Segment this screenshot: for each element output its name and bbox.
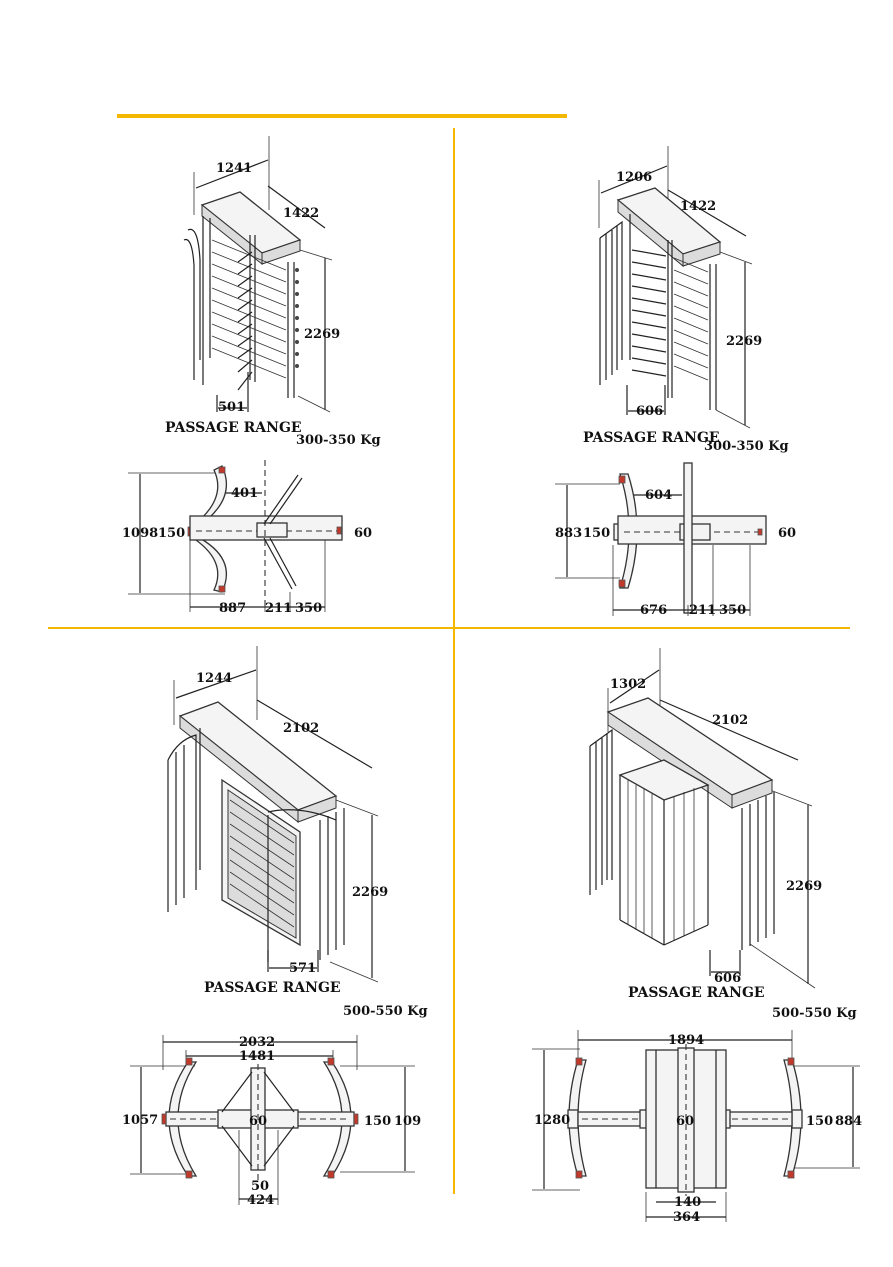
panel-3-passage-dim: 571 — [289, 961, 316, 976]
panel-1-passage-range-label: PASSAGE RANGE — [165, 420, 302, 436]
panel-4-plan-bottom1: 140 — [674, 1195, 701, 1210]
panel-3-width-dim: 2102 — [283, 721, 319, 736]
panel-2-plan-arc: 604 — [645, 488, 672, 503]
panel-3-plan-inner: 1481 — [239, 1049, 275, 1064]
panel-4-width-dim: 2102 — [712, 713, 748, 728]
panel-1: 1241 1422 2269 501 PASSAGE RANGE 300-350… — [122, 136, 381, 616]
panel-2-depth-dim: 1206 — [616, 170, 652, 185]
panel-3-weight-label: 500-550 Kg — [343, 1004, 428, 1019]
panel-1-width-dim: 1422 — [283, 206, 319, 221]
panel-3-passage-range-label: PASSAGE RANGE — [204, 980, 341, 996]
panel-2-width-dim: 1422 — [680, 199, 716, 214]
panel-1-height-dim: 2269 — [304, 327, 340, 342]
panel-1-plan-post: 150 — [158, 526, 185, 541]
panel-2: 1206 1422 2269 606 PASSAGE RANGE 300-350… — [555, 146, 796, 618]
panel-3-plan-right: 109 — [394, 1114, 421, 1129]
panel-1-passage-dim: 501 — [218, 400, 245, 415]
panel-1-plan-arc: 401 — [231, 486, 258, 501]
panel-2-weight-label: 300-350 Kg — [704, 439, 789, 454]
panel-3-plan-view: 2032 1481 1057 60 150 109 50 424 — [122, 1035, 421, 1208]
top-accent-rule — [117, 114, 567, 118]
panel-3-plan-beam: 60 — [249, 1114, 267, 1129]
panel-1-weight-label: 300-350 Kg — [296, 433, 381, 448]
panel-4-plan-right: 884 — [835, 1114, 862, 1129]
panel-1-isometric: 1241 1422 2269 501 PASSAGE RANGE 300-350… — [165, 136, 381, 448]
panel-2-plan-beam: 60 — [778, 526, 796, 541]
panel-1-plan-view: 1098 150 60 401 887 211 350 — [122, 460, 372, 616]
panel-1-plan-span: 1098 — [122, 526, 158, 541]
panel-3-plan-post: 150 — [364, 1114, 391, 1129]
panel-4-plan-bottom2: 364 — [673, 1210, 700, 1225]
panel-2-height-dim: 2269 — [726, 334, 762, 349]
panel-4-plan-overall: 1894 — [668, 1033, 704, 1048]
panel-3-plan-bottom1: 50 — [251, 1179, 269, 1194]
panel-4-passage-dim: 606 — [714, 971, 741, 986]
panel-2-isometric: 1206 1422 2269 606 PASSAGE RANGE 300-350… — [583, 146, 789, 454]
panel-4-isometric: 1302 2102 2269 606 PASSAGE RANGE 500-550… — [589, 648, 857, 1021]
panel-2-passage-range-label: PASSAGE RANGE — [583, 430, 720, 446]
panel-4-weight-label: 500-550 Kg — [772, 1006, 857, 1021]
panel-3-isometric: 1244 2102 2269 571 PASSAGE RANGE 500-550… — [167, 646, 428, 1019]
panel-2-plan-b: 211 — [689, 603, 716, 618]
panel-4-height-dim: 2269 — [786, 879, 822, 894]
panel-1-plan-a: 887 — [219, 601, 246, 616]
panel-2-passage-dim: 606 — [636, 404, 663, 419]
panel-3-height-dim: 2269 — [352, 885, 388, 900]
panel-4-passage-range-label: PASSAGE RANGE — [628, 985, 765, 1001]
vertical-divider — [453, 128, 455, 1194]
panel-3-depth-dim: 1244 — [196, 671, 232, 686]
panel-1-plan-c: 350 — [295, 601, 322, 616]
panel-2-plan-span: 883 — [555, 526, 582, 541]
panel-1-plan-beam: 60 — [354, 526, 372, 541]
panel-2-plan-a: 676 — [640, 603, 667, 618]
panel-4-plan-left: 1280 — [534, 1113, 570, 1128]
panel-2-plan-view: 883 150 60 604 676 211 350 — [555, 462, 796, 618]
panel-1-plan-b: 211 — [265, 601, 292, 616]
panel-3-plan-bottom2: 424 — [247, 1193, 274, 1208]
panel-4-depth-dim: 1302 — [610, 677, 646, 692]
panel-4: 1302 2102 2269 606 PASSAGE RANGE 500-550… — [532, 648, 862, 1225]
panel-2-plan-c: 350 — [719, 603, 746, 618]
horizontal-divider — [48, 627, 850, 629]
panel-3-plan-left: 1057 — [122, 1113, 158, 1128]
panel-4-plan-view: 1894 1280 60 150 884 140 364 — [532, 1030, 862, 1225]
panel-1-depth-dim: 1241 — [216, 161, 252, 176]
panel-4-plan-post: 150 — [806, 1114, 833, 1129]
panel-3: 1244 2102 2269 571 PASSAGE RANGE 500-550… — [122, 646, 428, 1208]
panel-3-plan-overall: 2032 — [239, 1035, 275, 1050]
panel-4-plan-beam: 60 — [676, 1114, 694, 1129]
panel-2-plan-post: 150 — [583, 526, 610, 541]
